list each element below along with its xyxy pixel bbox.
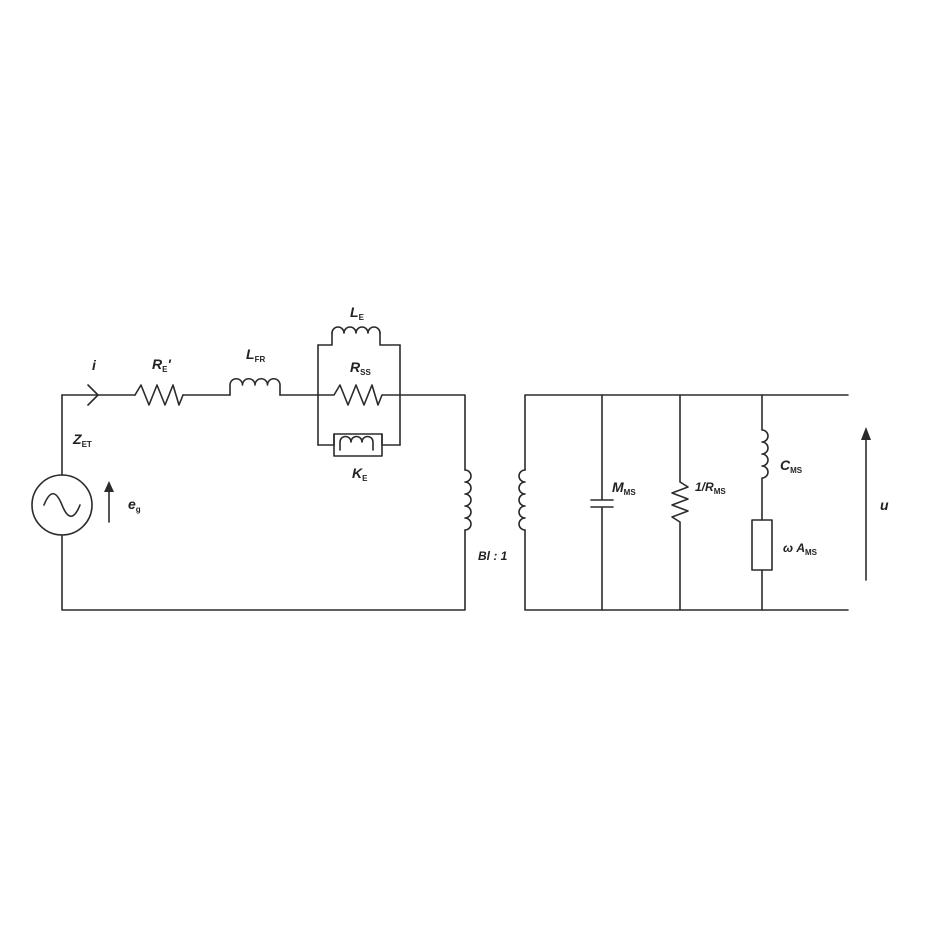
voltage-source — [31, 474, 93, 536]
capacitor-mms — [590, 394, 614, 611]
transformer-primary — [464, 469, 472, 531]
label-i: i — [92, 357, 97, 373]
mechanical-loop — [524, 394, 849, 611]
element-ke — [333, 433, 383, 457]
branch-le-wire-right — [379, 332, 401, 346]
label-le: LE — [350, 304, 365, 322]
branch-ke-wire — [317, 433, 401, 446]
wire-right-bottom — [524, 529, 849, 611]
label-rms: 1/RMS — [695, 480, 726, 496]
inductor-lfr — [229, 377, 281, 396]
transformer-secondary — [518, 469, 526, 531]
wire-transformer-bottom-left — [61, 529, 466, 611]
electrical-loop — [61, 394, 466, 611]
resistor-ams — [751, 519, 773, 571]
current-arrow — [87, 384, 99, 406]
inductor-le — [331, 326, 381, 334]
label-mms: MMS — [612, 479, 636, 497]
resistor-rms — [671, 394, 689, 611]
label-eg: eg — [128, 496, 141, 514]
label-re: RE' — [152, 356, 171, 374]
label-cms: CMS — [780, 457, 803, 475]
resistor-rss — [317, 384, 401, 406]
branch-le-wire — [317, 332, 333, 346]
source-sine — [43, 492, 81, 518]
wire-branch-to-transformer — [399, 394, 466, 471]
label-ams: ω AMS — [783, 541, 818, 557]
label-ke: KE — [352, 465, 368, 483]
label-bl: Bl : 1 — [478, 549, 508, 563]
label-zet: ZET — [72, 431, 92, 449]
eg-arrow-head — [104, 481, 114, 492]
label-lfr: LFR — [246, 346, 265, 364]
label-u: u — [880, 497, 889, 513]
wire-right-top — [524, 394, 849, 471]
resistor-re — [134, 384, 184, 406]
label-rss: RSS — [350, 359, 371, 377]
u-arrow-head — [861, 427, 871, 440]
inductor-cms — [761, 394, 769, 521]
